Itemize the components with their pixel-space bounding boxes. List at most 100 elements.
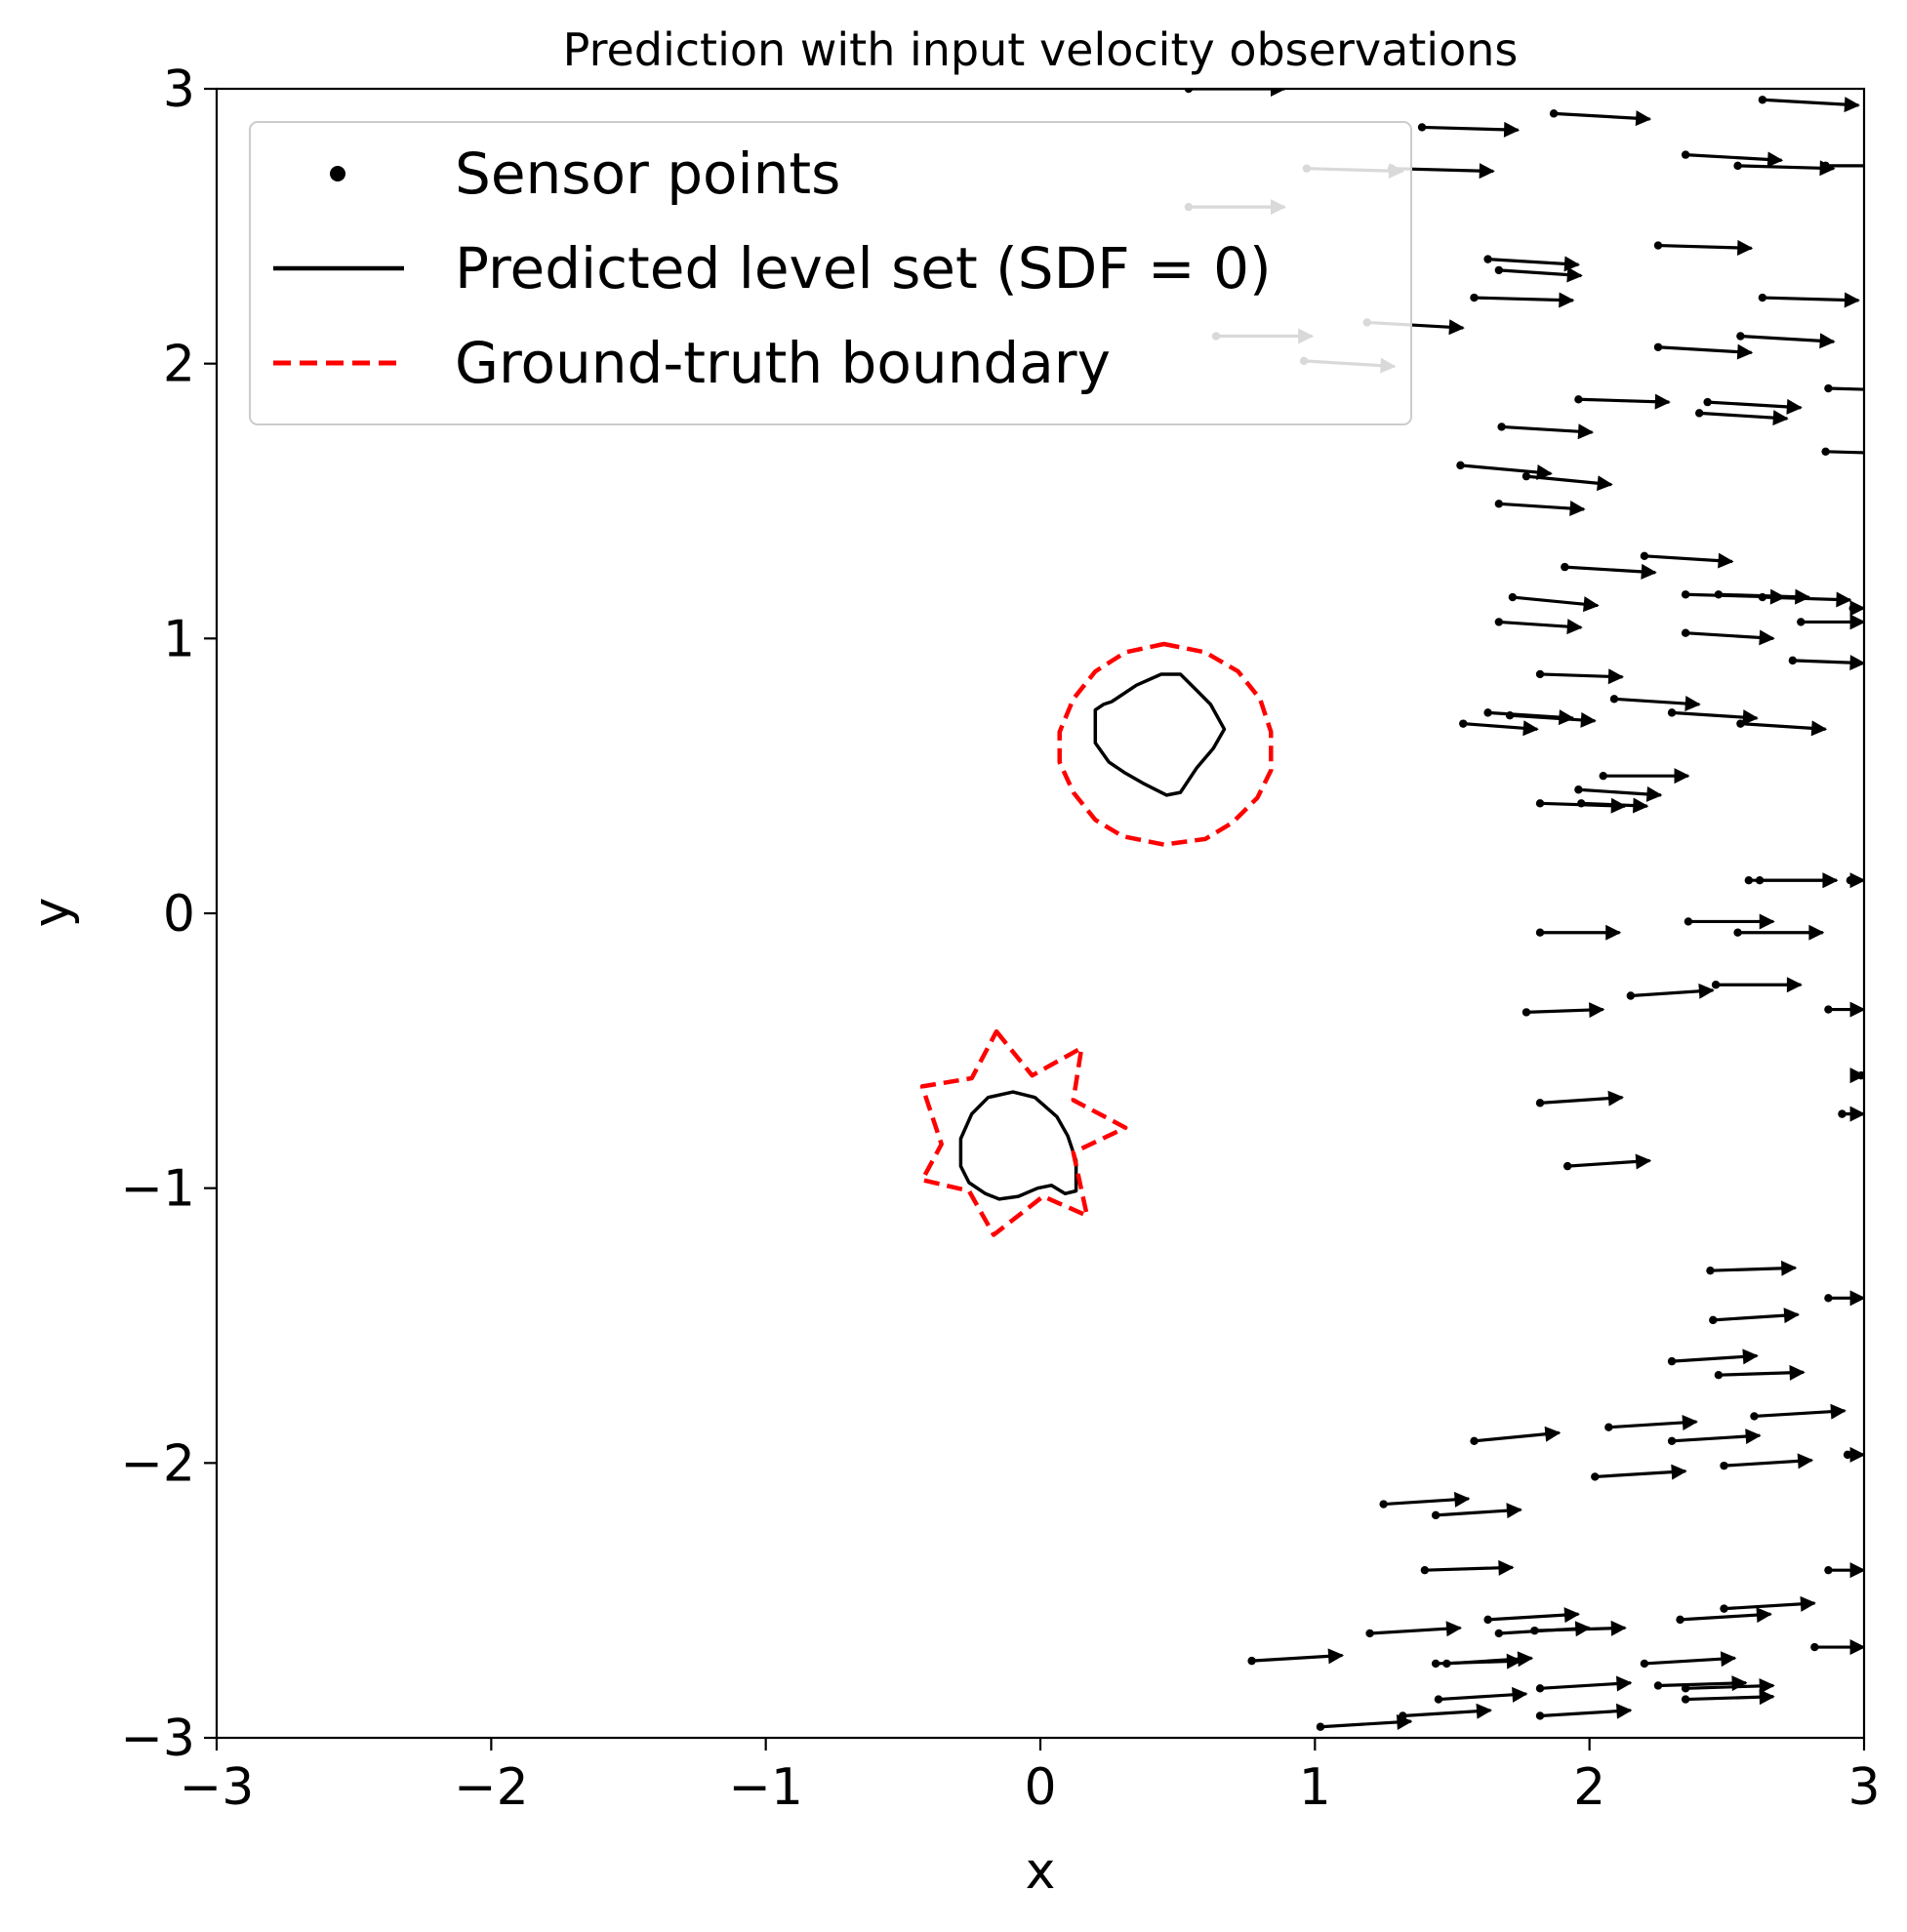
sensor-point — [1535, 1684, 1545, 1693]
sensor-point — [1494, 618, 1504, 626]
sensor-point — [1494, 500, 1504, 508]
legend-entry: Predicted level set (SDF = 0) — [273, 235, 1272, 302]
sensor-point — [1609, 695, 1619, 704]
velocity-arrow — [1828, 386, 1864, 391]
sensor-point — [1797, 618, 1806, 626]
velocity-arrow — [1740, 333, 1836, 349]
sensor-point — [1497, 423, 1506, 431]
sensor-point — [1626, 991, 1636, 1000]
sensor-point — [1736, 332, 1745, 341]
sensor-point — [1530, 1626, 1539, 1635]
velocity-arrow — [1657, 239, 1754, 256]
sensor-point — [1574, 785, 1583, 794]
sensor-point — [1848, 604, 1857, 613]
legend-label: Predicted level set (SDF = 0) — [455, 235, 1272, 302]
sensor-point — [1703, 397, 1712, 407]
sensor-point — [1824, 1565, 1833, 1575]
velocity-arrow — [1671, 1429, 1762, 1445]
sensor-point — [1535, 1099, 1545, 1107]
sensor-point — [1379, 1500, 1388, 1509]
sensor-point — [1470, 293, 1479, 302]
velocity-arrow — [1657, 343, 1754, 360]
x-tick-label: 0 — [1024, 1758, 1056, 1817]
sensor-point — [1640, 551, 1649, 561]
ground-truth-boundary-series — [919, 641, 1274, 1237]
sensor-point — [1681, 150, 1690, 159]
y-tick-label: −2 — [120, 1434, 195, 1493]
sensor-point — [1431, 1510, 1440, 1520]
x-tick-label: −2 — [454, 1758, 529, 1817]
velocity-arrow — [1487, 1607, 1581, 1624]
velocity-arrow — [1685, 629, 1775, 646]
velocity-arrow — [1509, 711, 1597, 728]
sensor-point — [1758, 96, 1767, 104]
sensor-point — [1561, 562, 1569, 572]
plot-area — [919, 89, 1864, 1731]
velocity-arrow — [1525, 1002, 1605, 1019]
sensor-point — [1720, 1461, 1728, 1470]
velocity-arrow — [1438, 1686, 1528, 1703]
sensor-point — [1599, 771, 1607, 781]
y-tick-label: −3 — [120, 1710, 195, 1768]
sensor-point — [1755, 876, 1765, 885]
sensor-point — [1535, 799, 1545, 808]
velocity-arrow — [1539, 1090, 1625, 1107]
sensor-point — [1681, 590, 1690, 599]
sensor-point — [1535, 669, 1545, 679]
velocity-arrow — [1578, 393, 1671, 410]
velocity-arrow — [1578, 785, 1663, 802]
velocity-arrow — [1554, 110, 1652, 127]
sensor-point — [1733, 161, 1742, 171]
sensor-point — [1549, 109, 1559, 118]
sensor-point — [1758, 293, 1767, 302]
velocity-arrow — [1685, 1677, 1775, 1694]
sensor-point — [1522, 1008, 1531, 1017]
predicted-contour — [958, 1090, 1078, 1201]
velocity-arrow — [1613, 696, 1701, 711]
sensor-point — [1535, 928, 1545, 937]
legend-box — [249, 121, 1412, 425]
sensor-point — [1758, 592, 1767, 602]
velocity-arrow — [1422, 121, 1521, 138]
sensor-point — [1736, 719, 1745, 728]
legend-entry: Sensor points — [330, 141, 840, 207]
velocity-arrow — [1460, 463, 1553, 480]
sensor-point — [1577, 799, 1586, 808]
velocity-arrow — [1671, 1348, 1759, 1365]
sensor-point — [1681, 1684, 1690, 1693]
velocity-arrow — [1525, 474, 1613, 492]
velocity-arrow — [1567, 1153, 1652, 1170]
sensor-point — [1788, 656, 1798, 665]
sensor-point — [1604, 1423, 1613, 1431]
x-tick-label: −3 — [180, 1758, 255, 1817]
velocity-arrow — [1685, 1689, 1775, 1706]
velocity-arrow — [1383, 1491, 1471, 1508]
sensor-point — [1824, 1005, 1833, 1014]
sensor-point — [1483, 1615, 1492, 1625]
velocity-arrow — [1498, 501, 1586, 517]
sensor-point — [1681, 628, 1690, 637]
sensor-point — [1676, 1615, 1684, 1625]
sensor-point — [1420, 1565, 1430, 1575]
sensor-point — [1442, 1659, 1451, 1669]
sensor-point — [1508, 592, 1518, 602]
velocity-arrow — [1463, 720, 1539, 737]
sensor-point — [1574, 395, 1583, 404]
sensor-point — [1247, 1656, 1256, 1666]
velocity-arrow — [1792, 655, 1864, 671]
sensor-point — [1456, 461, 1465, 470]
velocity-arrow — [1539, 668, 1625, 685]
sensor-point — [1653, 1681, 1663, 1690]
sensor-point — [1494, 265, 1504, 275]
sensor-point — [1470, 1436, 1479, 1446]
y-tick-label: 1 — [163, 610, 195, 668]
sensor-point — [1459, 719, 1468, 728]
velocity-arrow — [1446, 1651, 1534, 1668]
velocity-arrow — [1762, 292, 1860, 308]
velocity-arrow — [1402, 1703, 1492, 1719]
velocity-arrow — [1319, 1713, 1413, 1730]
velocity-arrow — [1498, 619, 1583, 635]
velocity-arrow — [1685, 151, 1784, 168]
sensor-points-series — [1184, 89, 1864, 1731]
